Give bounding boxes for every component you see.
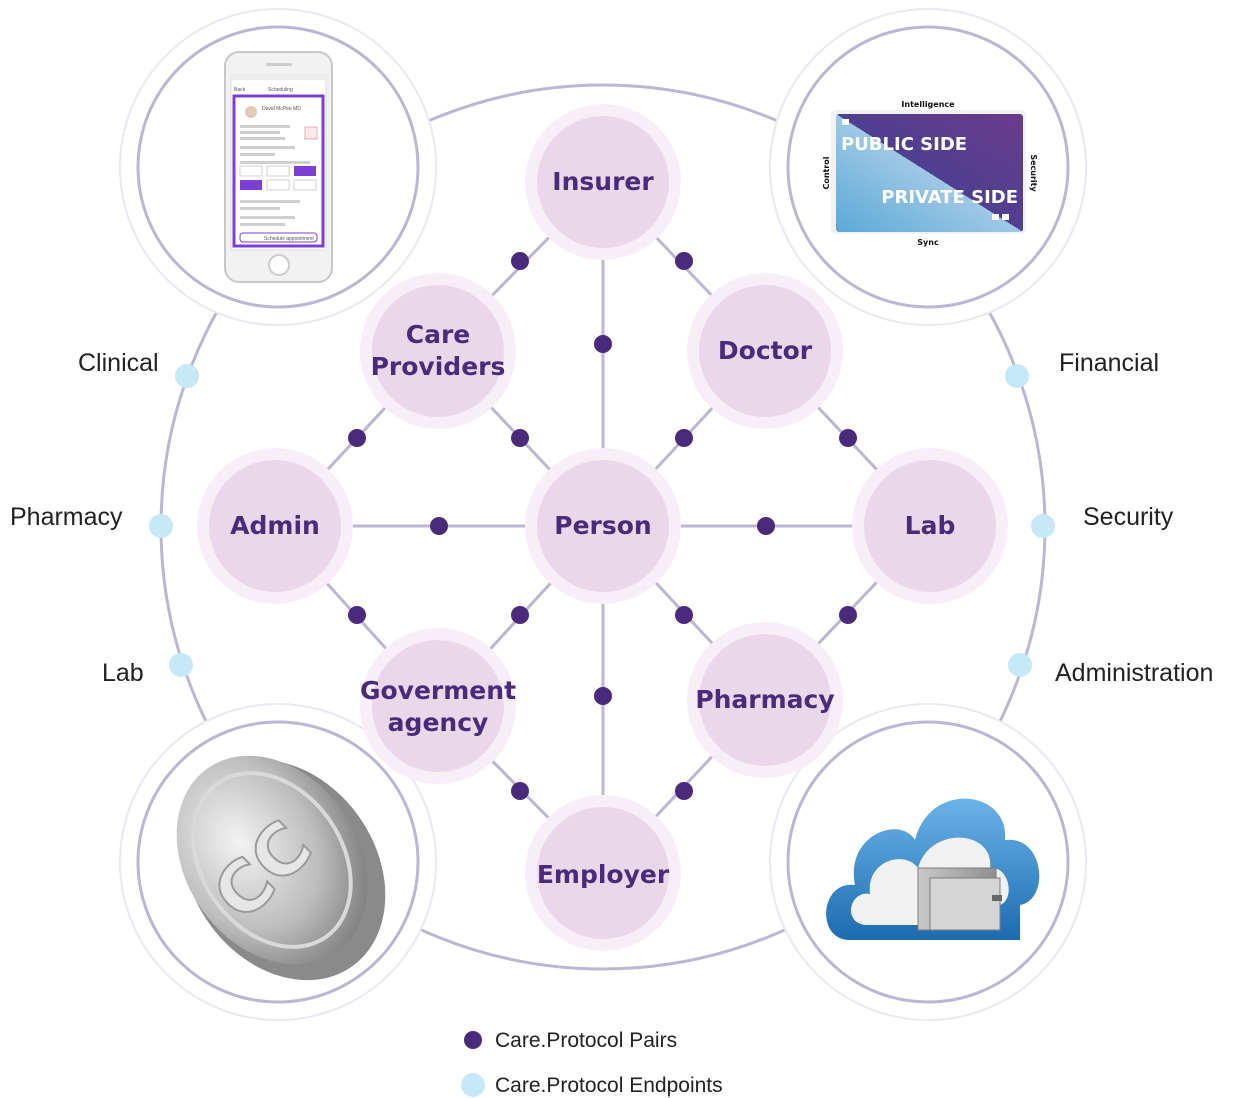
phone-doctor-name: David McPee MD (262, 106, 301, 112)
node-insurer: Insurer (525, 104, 681, 260)
endpoint-label-lab: Lab (102, 659, 144, 687)
node-care-providers-label-1: Care (406, 320, 471, 349)
node-admin: Admin (197, 448, 353, 604)
lock-icon (1002, 214, 1009, 220)
node-care-providers-label-2: Providers (371, 352, 506, 381)
pair-dot (839, 606, 857, 624)
pair-dot (757, 517, 775, 535)
node-person-label: Person (554, 511, 651, 540)
legend: Care.Protocol Pairs Care.Protocol Endpoi… (461, 1029, 723, 1097)
phone-title: Scheduling (268, 87, 293, 93)
node-admin-label: Admin (230, 511, 320, 540)
card-top-label: Intelligence (901, 100, 955, 109)
card-private-side: PRIVATE SIDE (881, 187, 1018, 208)
pair-dot (348, 429, 366, 447)
endpoint-label-security: Security (1083, 503, 1174, 531)
node-person: Person (525, 448, 681, 604)
pair-dot (511, 782, 529, 800)
card-right-label: Security (1029, 154, 1038, 192)
pair-dot (675, 252, 693, 270)
lock-icon (842, 119, 849, 125)
card-illustration: Intelligence Sync Control Security PUBLI… (822, 100, 1038, 247)
node-government-label-2: agency (388, 708, 489, 737)
node-lab-label: Lab (905, 511, 956, 540)
node-insurer-label: Insurer (552, 167, 654, 196)
pair-dot (430, 517, 448, 535)
node-care-providers: Care Providers (360, 273, 516, 429)
node-pharmacy-label: Pharmacy (695, 685, 834, 714)
endpoint-label-administration: Administration (1055, 659, 1213, 687)
endpoint-label-clinical: Clinical (78, 349, 159, 377)
pair-dots (348, 252, 857, 800)
node-doctor-label: Doctor (718, 336, 813, 365)
endpoint-dot-lab (169, 653, 193, 677)
pair-dot (839, 429, 857, 447)
pair-dot (594, 687, 612, 705)
coin-illustration: CC (176, 755, 386, 981)
node-employer: Employer (525, 795, 681, 951)
endpoint-dot-pharmacy (149, 514, 173, 538)
endpoint-dot-security (1031, 514, 1055, 538)
node-doctor: Doctor (687, 273, 843, 429)
lock-icon (992, 214, 999, 220)
card-public-side: PUBLIC SIDE (841, 134, 967, 155)
pair-dot (675, 429, 693, 447)
pair-dot (675, 782, 693, 800)
endpoint-dot-administration (1008, 653, 1032, 677)
node-lab: Lab (852, 448, 1008, 604)
endpoint-label-financial: Financial (1059, 349, 1159, 377)
corner-card (769, 8, 1087, 326)
node-pharmacy: Pharmacy (687, 622, 843, 778)
phone-schedule-button: Schedule appointment (264, 236, 314, 242)
cloud-illustration (826, 798, 1040, 940)
pair-dot (594, 335, 612, 353)
endpoint-dot-clinical (175, 364, 199, 388)
pair-dot (511, 252, 529, 270)
pair-dot (511, 606, 529, 624)
legend-endpoints-label: Care.Protocol Endpoints (495, 1074, 723, 1097)
phone-back-label: Back (234, 87, 246, 93)
node-employer-label: Employer (537, 860, 670, 889)
legend-endpoint-dot (461, 1073, 485, 1097)
legend-pair-dot (464, 1031, 482, 1049)
legend-pairs-label: Care.Protocol Pairs (495, 1029, 677, 1052)
endpoint-dots (149, 364, 1055, 677)
node-government-agency: Goverment agency (360, 628, 516, 784)
pair-dot (511, 429, 529, 447)
endpoint-label-pharmacy: Pharmacy (10, 503, 123, 531)
pair-dot (675, 606, 693, 624)
card-left-label: Control (822, 156, 831, 189)
endpoint-dot-financial (1005, 364, 1029, 388)
card-bottom-label: Sync (917, 238, 939, 247)
phone-illustration: Back Scheduling David McPee MD Schedule … (224, 51, 333, 283)
pair-dot (348, 606, 366, 624)
node-government-label-1: Goverment (360, 676, 516, 705)
